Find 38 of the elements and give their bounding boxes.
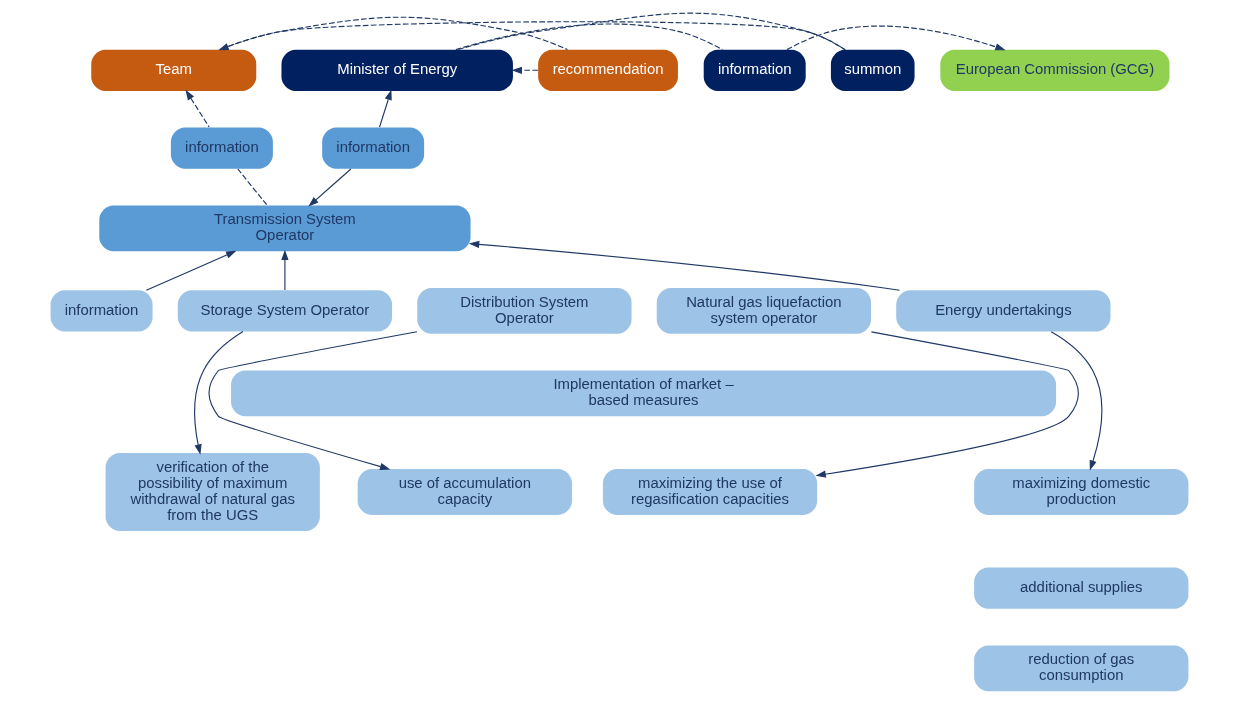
- node-box: information: [703, 49, 806, 91]
- node-box: Storage System Operator: [177, 290, 392, 332]
- node-box: information: [321, 127, 424, 169]
- arrow: [378, 89, 392, 128]
- arrow: [145, 250, 236, 291]
- node-box: maximizing domestic production: [973, 469, 1188, 515]
- arrow: [785, 25, 1006, 51]
- connector: [457, 12, 846, 51]
- node-box: Natural gas liquefaction system operator: [656, 288, 871, 334]
- arrow: [1050, 331, 1102, 471]
- connector: [236, 168, 268, 206]
- node-box: Energy undertakings: [895, 290, 1110, 332]
- arrow: [511, 66, 539, 74]
- arrow: [193, 331, 243, 455]
- node-box: Minister of Energy: [280, 49, 513, 91]
- node-box: Transmission System Operator: [98, 205, 471, 252]
- node-box: Distribution System Operator: [416, 288, 632, 334]
- arrow: [307, 168, 351, 207]
- node-box: use of accumulation capacity: [357, 469, 572, 515]
- arrow: [207, 331, 417, 471]
- node-box: Team: [90, 49, 256, 91]
- arrow: [217, 21, 846, 51]
- node-box: summon: [830, 49, 915, 91]
- arrow: [468, 240, 900, 291]
- node-box: European Commission (GCG): [939, 49, 1169, 91]
- node-box: verification of the possibility of maximum withdrawal of natural gas from the UGS: [105, 453, 320, 531]
- node-box: reduction of gas consumption: [973, 645, 1188, 692]
- node-box: recommendation: [537, 49, 678, 91]
- node-box: maximizing the use of regasification capacities: [602, 469, 817, 515]
- arrow: [814, 331, 1079, 478]
- node-box: additional supplies: [973, 567, 1188, 609]
- arrow: [184, 89, 210, 128]
- connector: [454, 23, 723, 51]
- arrow: [280, 249, 289, 291]
- connector: [218, 16, 568, 51]
- node-box: information: [170, 127, 273, 169]
- node-box: Implementation of market – based measures: [230, 370, 1056, 417]
- node-box: information: [50, 290, 153, 332]
